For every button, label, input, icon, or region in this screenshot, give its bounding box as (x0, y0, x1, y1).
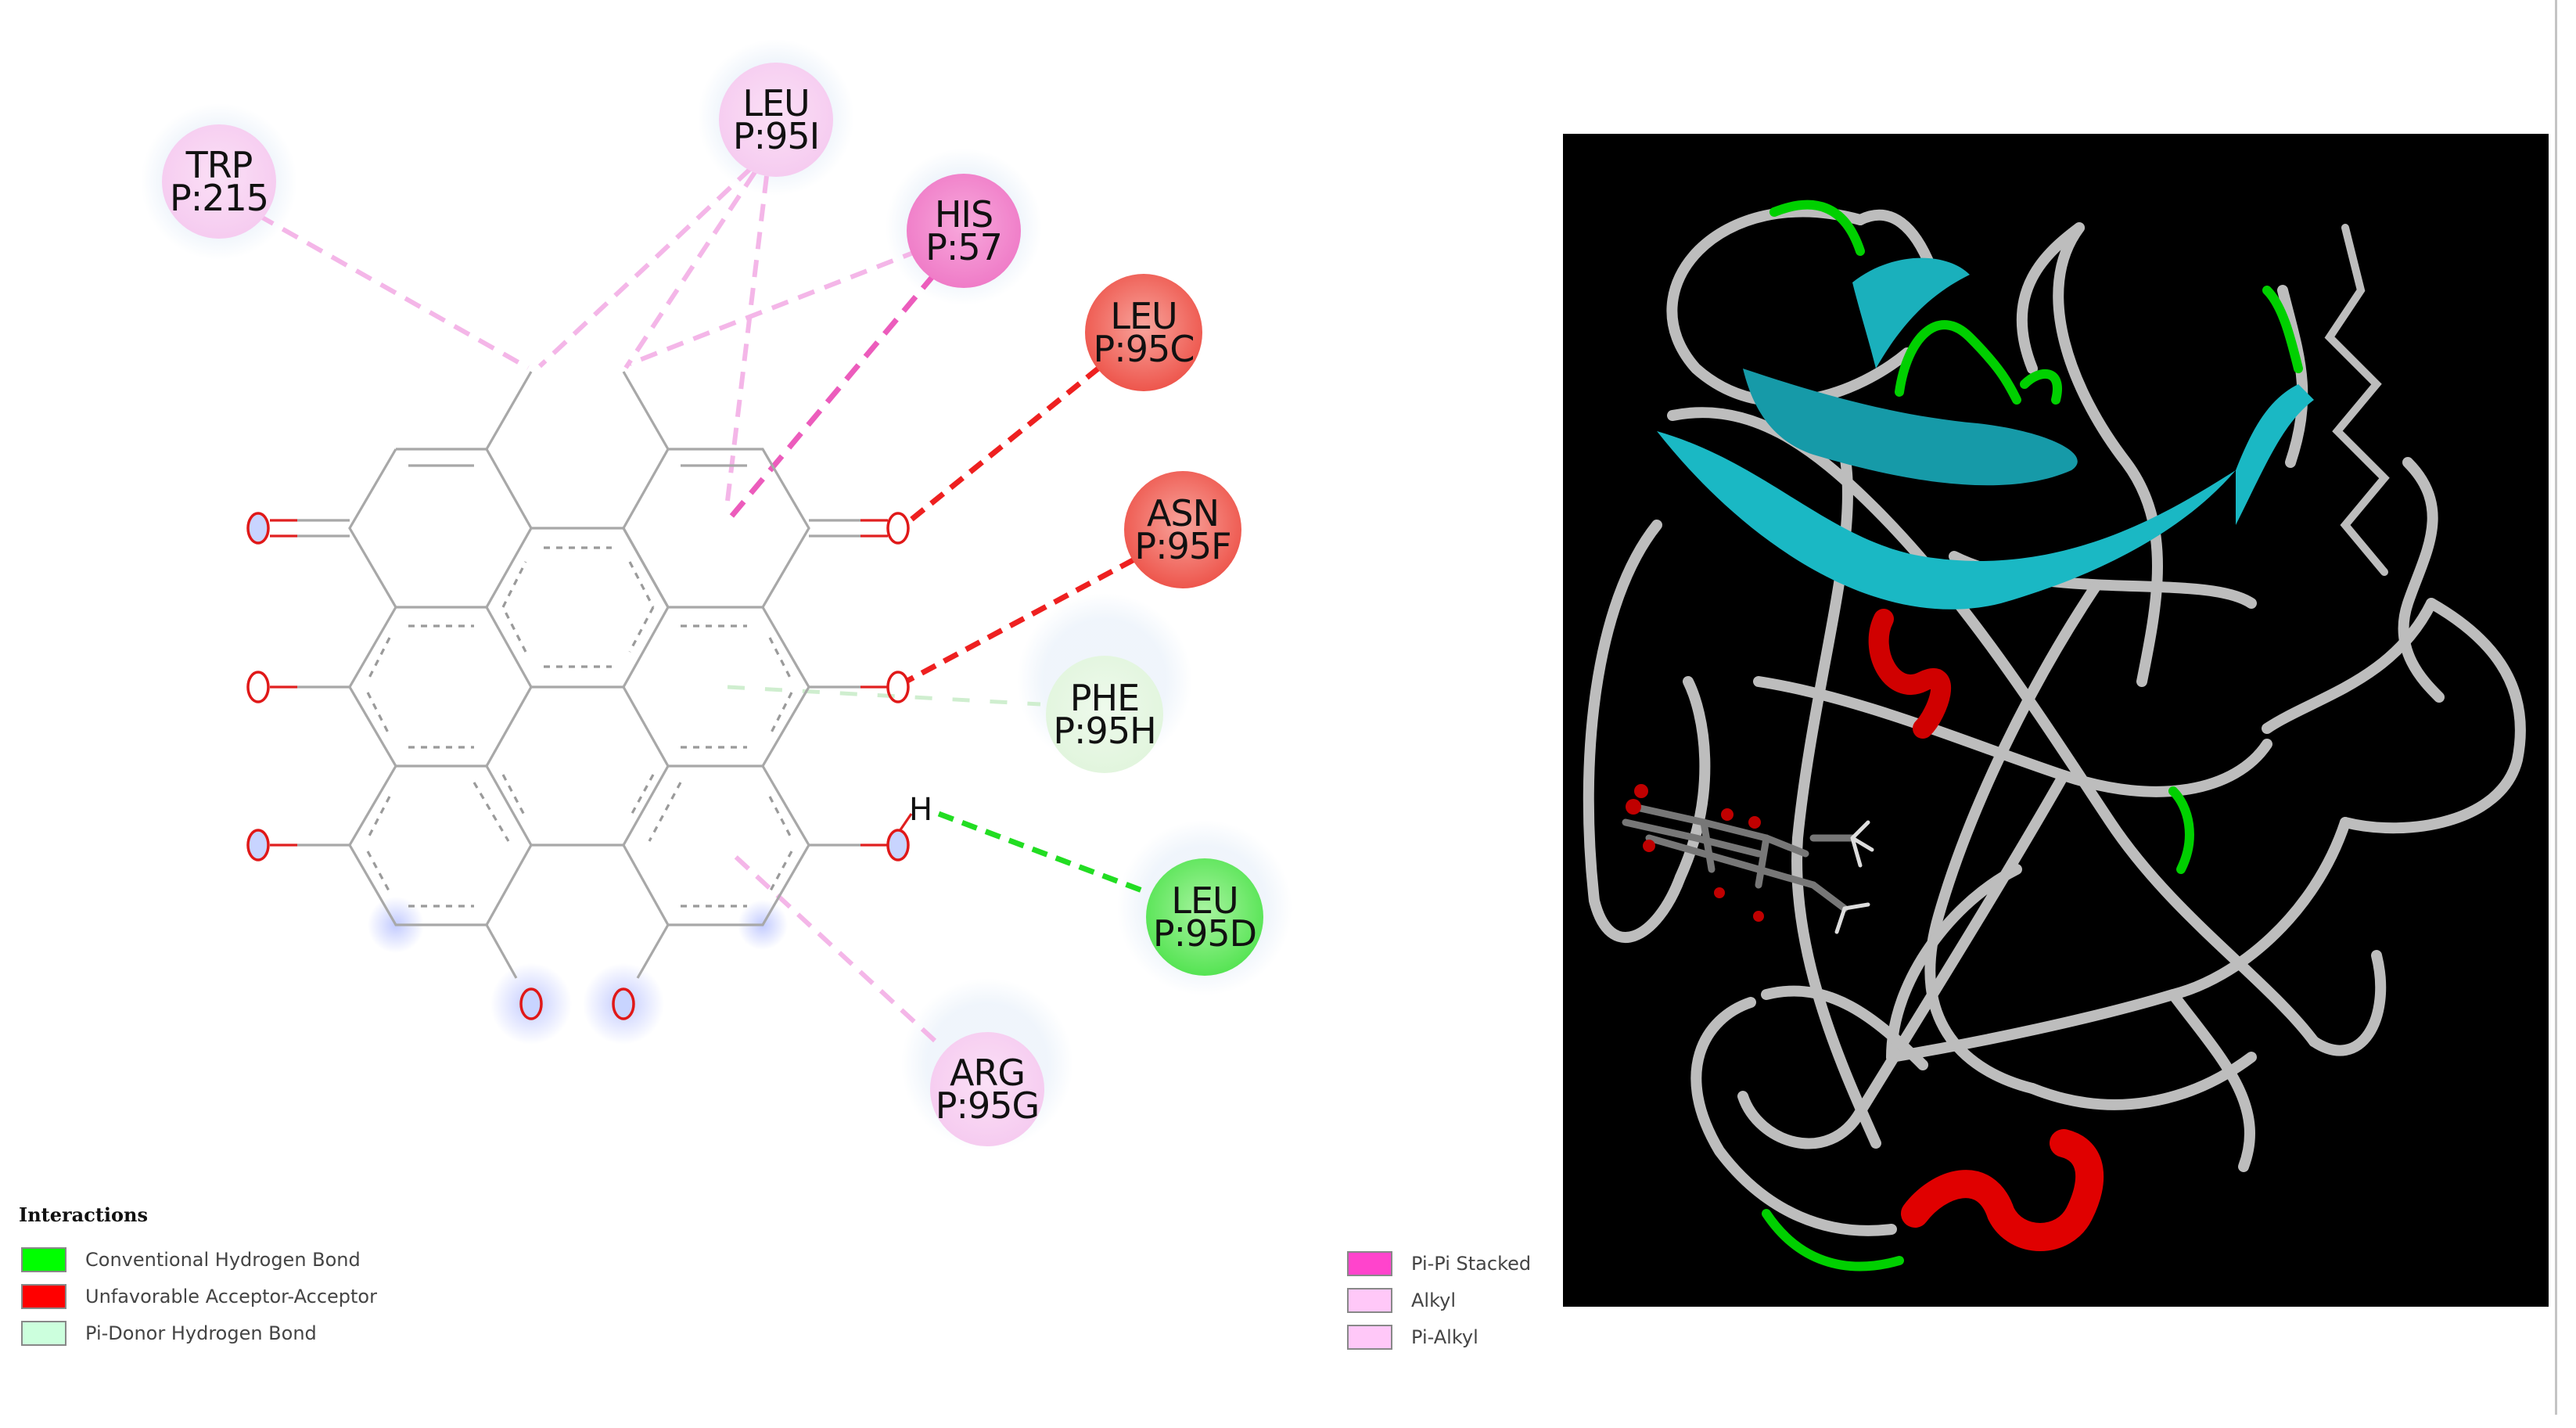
legend-item-pi-donor-hbond: Pi-Donor Hydrogen Bond (21, 1319, 317, 1347)
legend-item-alkyl: Alkyl (1347, 1286, 1456, 1315)
legend-item-pi-pi-stacked: Pi-Pi Stacked (1347, 1250, 1531, 1278)
residue-id: P:95F (1134, 525, 1231, 567)
legend-swatch (1347, 1251, 1392, 1276)
legend-swatch (21, 1321, 66, 1346)
aromatic-bonds (366, 546, 793, 908)
protein-ribbon-render (1583, 200, 2526, 1272)
residue-id: P:95I (732, 115, 820, 157)
legend-swatch (21, 1284, 66, 1309)
legend-item-conventional-hbond: Conventional Hydrogen Bond (21, 1246, 361, 1274)
residue-name: LEU (1171, 879, 1238, 922)
legend-label: Unfavorable Acceptor-Acceptor (85, 1286, 377, 1308)
legend-label: Pi-Pi Stacked (1411, 1253, 1532, 1275)
legend-swatch (1347, 1325, 1392, 1350)
hydrogen-label: H (909, 792, 932, 828)
residue-arg-95g[interactable]: ARG P:95G (930, 1032, 1044, 1146)
legend-label: Pi-Donor Hydrogen Bond (85, 1322, 317, 1344)
residue-name: TRP (185, 143, 253, 186)
ligand-bonds (297, 371, 860, 979)
legend-swatch (21, 1247, 66, 1272)
residue-leu-95d[interactable]: LEU P:95D (1146, 858, 1263, 976)
protein-3d-viewer[interactable] (1563, 134, 2549, 1307)
residue-name: LEU (1110, 294, 1177, 337)
interaction-lines (257, 166, 1144, 1043)
residue-leu-95i[interactable]: LEU P:95I (719, 63, 833, 177)
legend-label: Conventional Hydrogen Bond (85, 1249, 361, 1271)
residue-name: LEU (742, 81, 810, 124)
residue-phe-95h[interactable]: PHE P:95H (1046, 656, 1163, 773)
legend-label: Pi-Alkyl (1411, 1326, 1478, 1348)
legend-label: Alkyl (1411, 1290, 1456, 1311)
residue-id: P:215 (169, 177, 269, 219)
residue-trp-215[interactable]: TRP P:215 (162, 124, 276, 239)
residue-halos (141, 39, 1292, 1150)
legend-item-unfavorable-acceptor: Unfavorable Acceptor-Acceptor (21, 1282, 377, 1311)
residue-his-57[interactable]: HIS P:57 (907, 174, 1021, 288)
residue-id: P:95C (1093, 328, 1195, 370)
residue-asn-95f[interactable]: ASN P:95F (1124, 471, 1241, 588)
legend-swatch (1347, 1288, 1392, 1313)
atom-glows (368, 897, 788, 1045)
residue-id: P:95G (935, 1084, 1040, 1127)
residue-name: ARG (949, 1051, 1026, 1094)
residue-id: P:95D (1152, 912, 1257, 955)
residue-id: P:95H (1053, 710, 1156, 752)
legend-title: Interactions (19, 1203, 149, 1226)
residue-leu-95c[interactable]: LEU P:95C (1085, 274, 1202, 391)
interaction-diagram-2d: H TRP P:215 LEU P:95I HIS P:57 LEU P:95C… (0, 0, 1557, 1174)
residue-name: ASN (1146, 491, 1220, 534)
legend-item-pi-alkyl: Pi-Alkyl (1347, 1323, 1478, 1351)
residue-id: P:57 (925, 226, 1003, 268)
oxygen-atoms (246, 512, 910, 1020)
residue-name: HIS (934, 192, 993, 236)
residue-name: PHE (1069, 676, 1140, 719)
right-border-line (2555, 0, 2557, 1415)
